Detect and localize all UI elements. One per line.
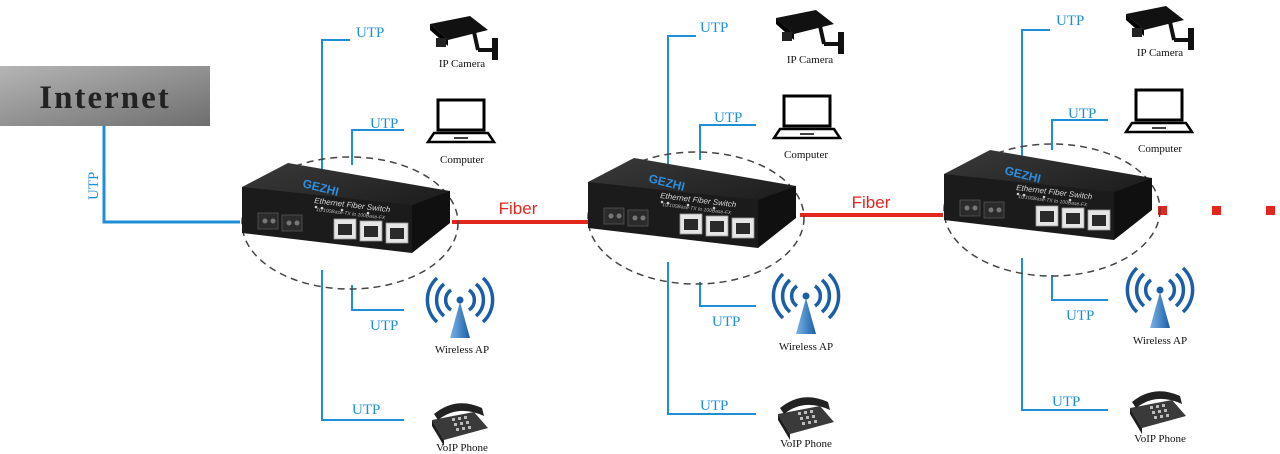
switch-group-1: GEZHI Ethernet Fiber Switch 10/100Base-T…	[241, 14, 500, 454]
utp-cable	[699, 124, 756, 160]
computer-utp-label: UTP	[1068, 106, 1096, 122]
internet-box: Internet	[0, 66, 210, 126]
fiber-switch: GEZHI Ethernet Fiber Switch 10/100Base-T…	[943, 149, 1153, 241]
voip-phone-label: VoIP Phone	[436, 442, 488, 454]
fiber-label: Fiber	[852, 193, 891, 212]
telephone-icon	[1130, 391, 1186, 434]
security-camera-icon	[774, 8, 846, 56]
continuation-dot	[1266, 206, 1275, 215]
utp-cable	[1051, 119, 1108, 150]
uplink-cable: UTP	[86, 126, 240, 224]
utp-cable	[321, 270, 404, 421]
wireless-ap-label: Wireless AP	[779, 341, 833, 353]
utp-cable	[667, 35, 696, 168]
utp-cable	[321, 39, 350, 170]
fiber-link-2: Fiber	[800, 193, 943, 217]
continuation-dot	[1212, 206, 1221, 215]
ap-utp-label: UTP	[1066, 308, 1094, 324]
continuation-dots	[1158, 206, 1275, 215]
telephone-icon	[778, 397, 834, 440]
camera-utp-label: UTP	[700, 20, 728, 36]
computer-utp-label: UTP	[370, 116, 398, 132]
wireless-ap-label: Wireless AP	[435, 344, 489, 356]
laptop-icon	[1124, 88, 1194, 134]
telephone-icon	[432, 403, 488, 446]
wireless-ap-icon	[1125, 266, 1195, 330]
utp-cable	[351, 285, 404, 311]
wireless-ap-icon	[771, 272, 841, 336]
uplink-utp-label: UTP	[86, 172, 102, 200]
phone-utp-label: UTP	[352, 402, 380, 418]
voip-phone-label: VoIP Phone	[1134, 433, 1186, 445]
utp-cable	[351, 129, 404, 165]
internet-label: Internet	[39, 80, 170, 116]
ap-utp-label: UTP	[712, 314, 740, 330]
security-camera-icon	[1124, 4, 1196, 52]
continuation-dot	[1158, 206, 1167, 215]
camera-utp-label: UTP	[356, 25, 384, 41]
security-camera-icon	[428, 14, 500, 62]
fiber-switch: GEZHI Ethernet Fiber Switch 10/100Base-T…	[241, 162, 451, 254]
fiber-link-1: Fiber	[452, 199, 588, 224]
computer-utp-label: UTP	[714, 110, 742, 126]
camera-utp-label: UTP	[1056, 13, 1084, 29]
switch-group-3: GEZHI Ethernet Fiber Switch 10/100Base-T…	[943, 4, 1196, 445]
fiber-label: Fiber	[499, 199, 538, 218]
computer-label: Computer	[784, 149, 828, 161]
utp-cable	[667, 262, 756, 415]
voip-phone-label: VoIP Phone	[780, 438, 832, 450]
laptop-icon	[426, 98, 496, 144]
ap-utp-label: UTP	[370, 318, 398, 334]
ip-camera-label: IP Camera	[787, 54, 833, 66]
switch-group-2: GEZHI Ethernet Fiber Switch 10/100Base-T…	[587, 8, 846, 450]
computer-label: Computer	[1138, 143, 1182, 155]
phone-utp-label: UTP	[700, 398, 728, 414]
laptop-icon	[772, 94, 842, 140]
ip-camera-label: IP Camera	[439, 58, 485, 70]
utp-cable	[699, 282, 756, 307]
utp-cable	[1021, 258, 1108, 411]
computer-label: Computer	[440, 154, 484, 166]
wireless-ap-icon	[425, 276, 495, 340]
fiber-switch: GEZHI Ethernet Fiber Switch 10/100Base-T…	[587, 157, 797, 249]
utp-cable	[1051, 275, 1108, 301]
utp-cable	[1021, 29, 1050, 160]
wireless-ap-label: Wireless AP	[1133, 335, 1187, 347]
ip-camera-label: IP Camera	[1137, 47, 1183, 59]
phone-utp-label: UTP	[1052, 394, 1080, 410]
